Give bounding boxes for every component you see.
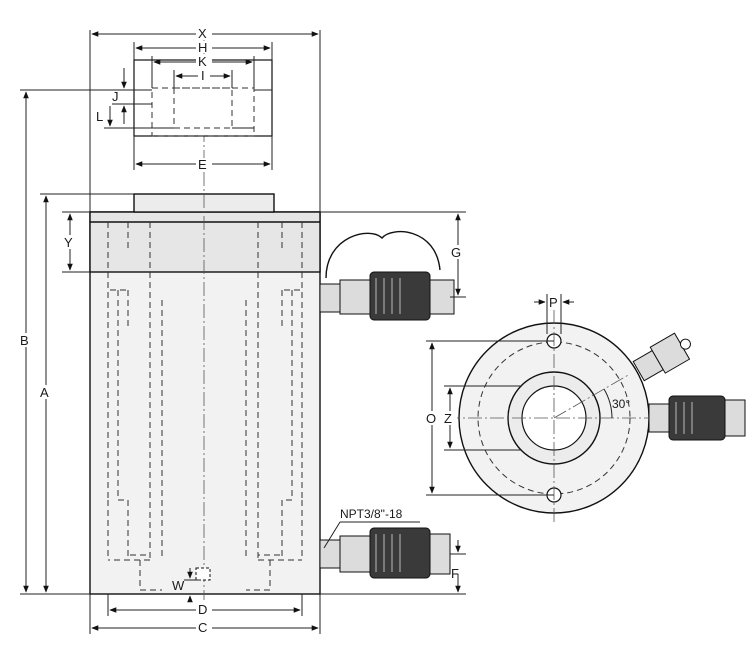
top-view-coupler [648, 395, 746, 441]
dim-i-label: I [201, 68, 205, 83]
dim-h-label: H [198, 40, 207, 55]
dim-w-label: W [172, 578, 185, 593]
dim-f-label: F [451, 566, 459, 581]
angle-label: 30° [612, 397, 630, 411]
upper-coupler [319, 231, 455, 321]
dim-d-label: D [198, 602, 207, 617]
top-view: 30° [446, 310, 746, 524]
front-view: NPT3/8"-18 [89, 40, 455, 600]
dim-x-label: X [198, 26, 207, 41]
dim-a-label: A [40, 385, 49, 400]
hidden-lines-left [107, 222, 163, 591]
dim-e-label: E [198, 157, 207, 172]
dust-cap-chain [325, 231, 441, 279]
lower-coupler [319, 527, 451, 579]
dim-o-label: O [426, 411, 436, 426]
dim-j-label: J [112, 89, 119, 104]
dim-z-label: Z [444, 411, 452, 426]
dim-b-label: B [20, 333, 29, 348]
dim-y-label: Y [64, 235, 73, 250]
angled-dust-cap [632, 332, 691, 382]
thread-label: NPT3/8"-18 [340, 507, 403, 521]
dim-k-label: K [198, 54, 207, 69]
dimensions-top: P O Z [425, 294, 574, 496]
top-band [89, 211, 321, 273]
dim-g-label: G [451, 245, 461, 260]
dimensions-front: X H K I J L E [19, 26, 466, 635]
dim-c-label: C [198, 620, 207, 635]
dim-l-label: L [96, 109, 103, 124]
hidden-lines-right [245, 222, 303, 591]
dim-p-label: P [549, 295, 558, 310]
vent-port [195, 567, 211, 581]
